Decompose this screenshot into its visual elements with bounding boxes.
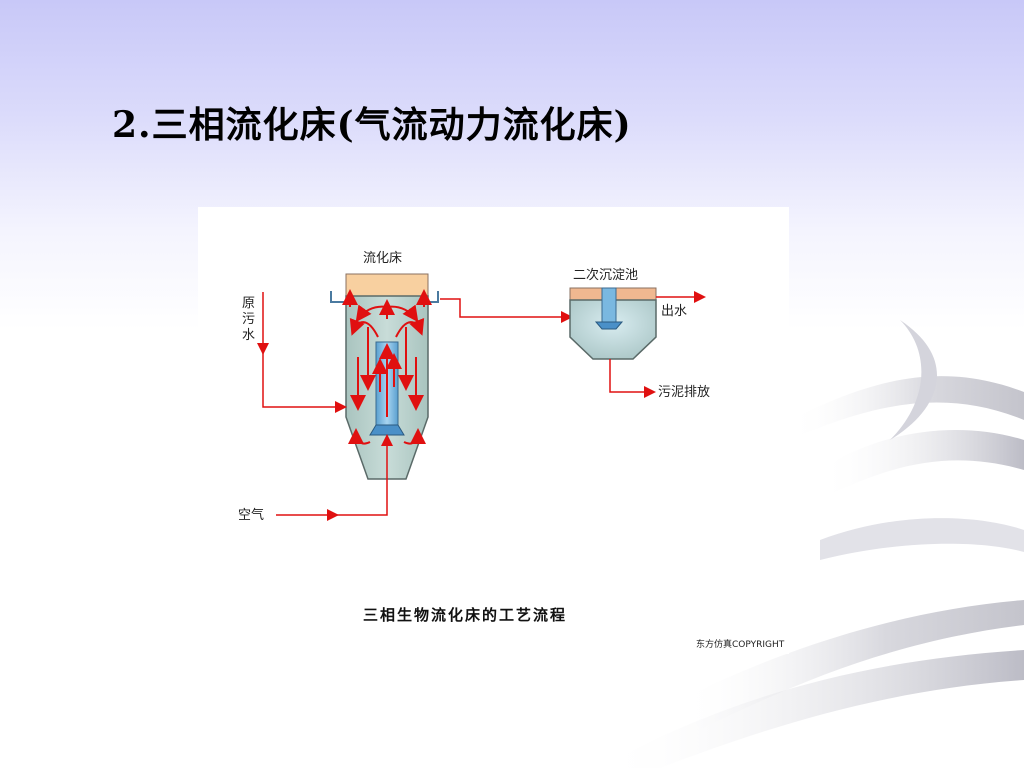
circulation-arrows bbox=[342, 289, 432, 445]
process-diagram-svg: 流化床 原 污 bbox=[238, 251, 785, 650]
riser-nozzle bbox=[369, 424, 405, 436]
copyright-label: 东方仿真COPYRIGHT bbox=[696, 638, 785, 650]
slide-title: 2.三相流化床(气流动力流化床) bbox=[112, 104, 632, 146]
raw-sewage-inlet-line bbox=[262, 352, 347, 413]
bed-top-section bbox=[345, 273, 429, 297]
air-label: 空气 bbox=[238, 507, 264, 523]
process-diagram: 流化床 原 污 bbox=[198, 207, 789, 654]
raw-sewage-label-1: 原 bbox=[242, 296, 255, 311]
secondary-clarifier-label: 二次沉淀池 bbox=[573, 267, 638, 283]
diagram-caption: 三相生物流化床的工艺流程 bbox=[363, 606, 567, 624]
sludge-discharge-label: 污泥排放 bbox=[658, 385, 710, 400]
fluidized-bed-label: 流化床 bbox=[363, 251, 402, 266]
raw-sewage-label-2: 污 bbox=[242, 312, 255, 327]
effluent-transfer-line bbox=[440, 298, 573, 323]
sludge-discharge-line bbox=[609, 359, 656, 398]
effluent-label: 出水 bbox=[661, 304, 687, 319]
air-supply-line bbox=[336, 434, 393, 516]
raw-sewage-label-3: 水 bbox=[242, 328, 255, 343]
clarifier-baffle bbox=[594, 321, 624, 330]
clarifier-inlet-well bbox=[601, 287, 617, 323]
